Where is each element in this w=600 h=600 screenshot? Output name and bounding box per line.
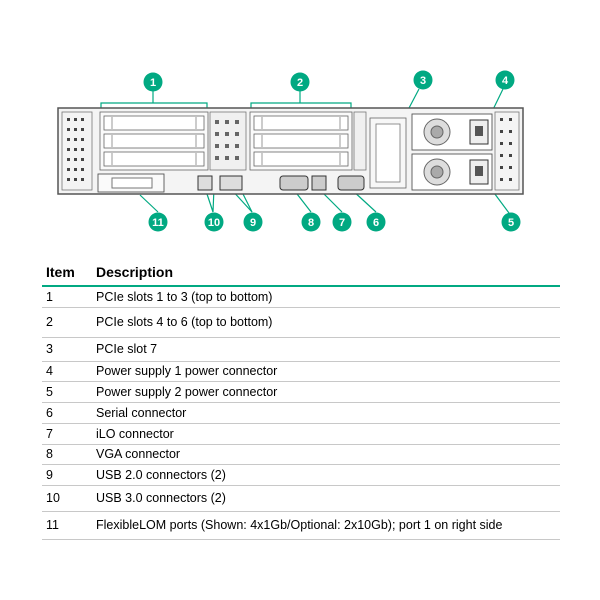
row-item: 1 — [42, 286, 96, 308]
callout-3: 3 — [413, 70, 433, 90]
ilo-connector — [311, 175, 327, 191]
svg-text:11: 11 — [152, 217, 164, 229]
svg-text:1: 1 — [150, 77, 156, 89]
callout-5: 5 — [501, 212, 521, 232]
pcie-slots-4-6 — [249, 111, 353, 171]
callout-8: 8 — [301, 212, 321, 232]
header-item: Item — [42, 259, 96, 287]
callout-9: 9 — [243, 212, 263, 232]
callout-10: 10 — [204, 212, 224, 232]
row-description: VGA connector — [96, 444, 560, 465]
pcie-slots-1-3 — [99, 111, 209, 171]
row-description: Power supply 2 power connector — [96, 381, 560, 403]
callout-4: 4 — [495, 70, 515, 90]
pcie-slot-7 — [369, 117, 407, 189]
svg-text:9: 9 — [250, 217, 256, 229]
row-item: 4 — [42, 361, 96, 382]
flexiblelom-ports — [97, 173, 165, 193]
svg-text:10: 10 — [208, 217, 220, 229]
row-description: Serial connector — [96, 402, 560, 424]
row-item: 3 — [42, 337, 96, 362]
svg-text:5: 5 — [508, 217, 514, 229]
server-chassis — [57, 107, 524, 195]
row-item: 2 — [42, 307, 96, 338]
vga-connector — [279, 175, 309, 191]
row-description: Power supply 1 power connector — [96, 361, 560, 382]
callout-6: 6 — [366, 212, 386, 232]
row-item: 8 — [42, 444, 96, 465]
row-description: USB 2.0 connectors (2) — [96, 464, 560, 486]
svg-text:7: 7 — [339, 217, 345, 229]
row-item: 9 — [42, 464, 96, 486]
row-item: 7 — [42, 423, 96, 445]
header-description: Description — [96, 259, 560, 287]
row-item: 6 — [42, 402, 96, 424]
row-description: iLO connector — [96, 423, 560, 445]
usb-3-connectors — [197, 175, 213, 191]
row-item: 5 — [42, 381, 96, 403]
svg-text:4: 4 — [502, 75, 509, 87]
power-supply-2 — [411, 153, 493, 191]
power-supply-1 — [411, 113, 493, 151]
callout-11: 11 — [148, 212, 168, 232]
row-description: USB 3.0 connectors (2) — [96, 485, 560, 512]
row-item: 10 — [42, 485, 96, 512]
usb-2-connectors — [219, 175, 243, 191]
svg-text:2: 2 — [297, 77, 303, 89]
table-header-row: Item Description — [42, 259, 560, 287]
callout-1: 1 — [143, 72, 163, 92]
row-description: FlexibleLOM ports (Shown: 4x1Gb/Optional… — [96, 511, 560, 540]
row-description: PCIe slots 4 to 6 (top to bottom) — [96, 307, 560, 338]
row-description: PCIe slots 1 to 3 (top to bottom) — [96, 286, 560, 308]
callout-2: 2 — [290, 72, 310, 92]
svg-text:3: 3 — [420, 75, 426, 87]
server-rear-panel-diagram: 1 2 3 4 5 6 7 8 9 10 11 — [57, 70, 524, 232]
callout-markers: 1 2 3 4 5 6 7 8 9 10 11 — [143, 70, 521, 232]
serial-connector — [337, 175, 365, 191]
row-description: PCIe slot 7 — [96, 337, 560, 362]
svg-text:6: 6 — [373, 217, 379, 229]
row-item: 11 — [42, 511, 96, 540]
svg-text:8: 8 — [308, 217, 314, 229]
callout-7: 7 — [332, 212, 352, 232]
